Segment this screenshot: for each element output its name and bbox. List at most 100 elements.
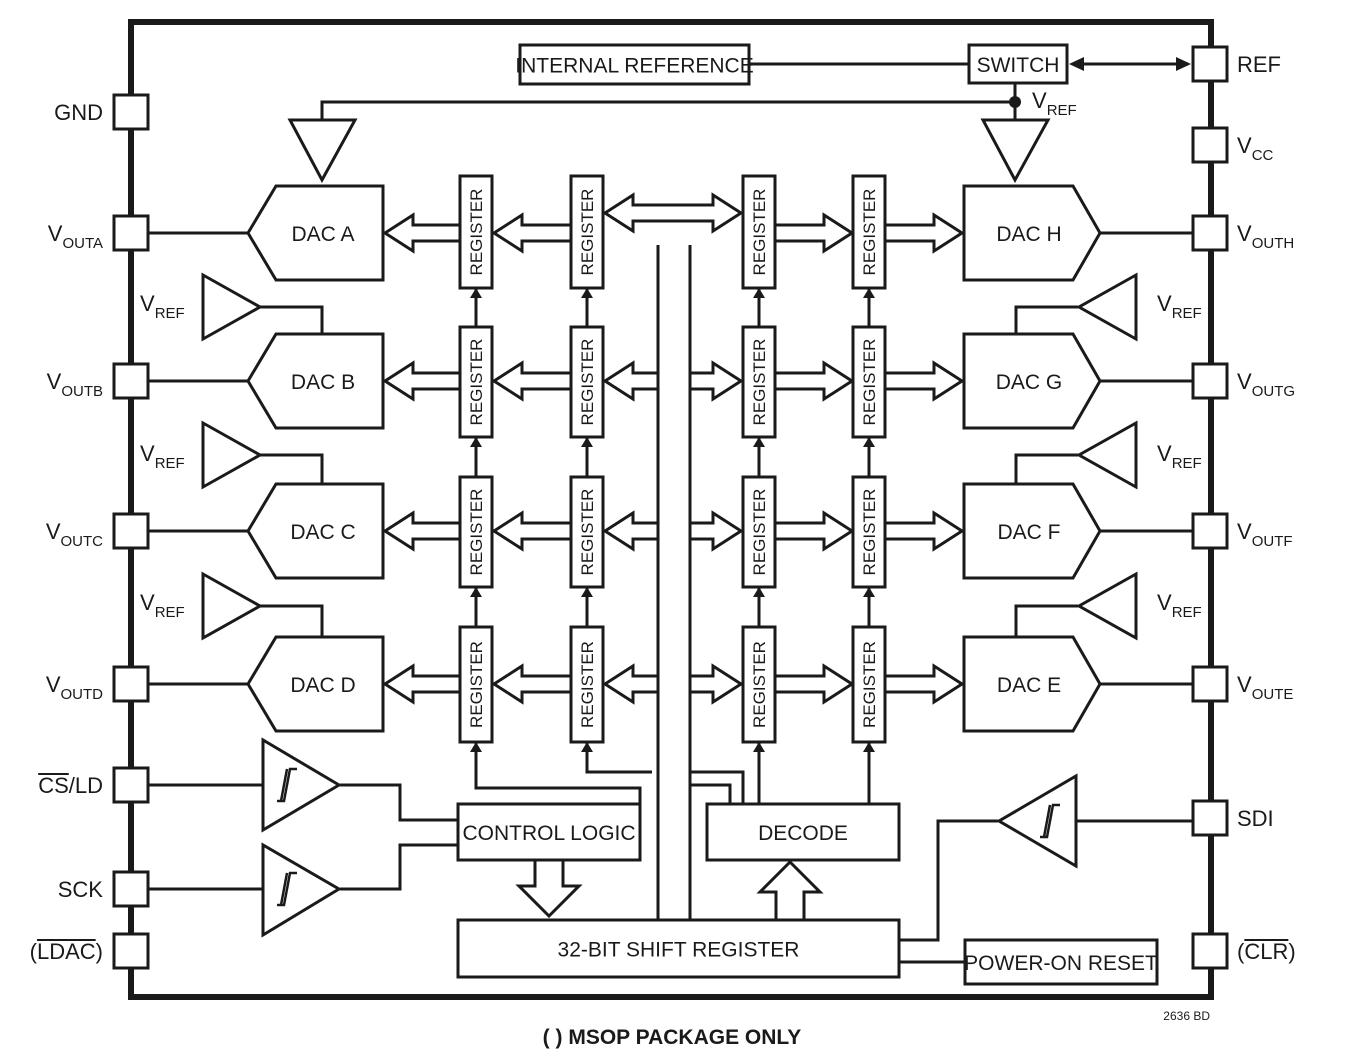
register-c4-r1-label: REGISTER (860, 189, 879, 276)
bus-arrow-reg-left-2 (491, 360, 573, 402)
decode-block (705, 802, 901, 862)
dac-e-label: DAC E (997, 674, 1061, 697)
cs-ld-schmitt-buffer-hysteresis-icon (277, 767, 297, 803)
package-footnote: ( ) MSOP PACKAGE ONLY (543, 1026, 802, 1049)
pin-vouth-pad (1191, 214, 1229, 252)
pins (112, 45, 1229, 970)
register-c2-r2-label: REGISTER (578, 339, 597, 426)
register-c3-r1 (741, 174, 777, 290)
pin-sdi-label: SDI (1237, 806, 1274, 831)
bus-arrow-center-left-4 (602, 663, 660, 705)
dac-f-label: DAC F (998, 521, 1061, 544)
register-c2-r3-label: REGISTER (578, 489, 597, 576)
bus-arrow-dac-left-3 (382, 510, 462, 552)
bus-arrow-center-top (602, 192, 744, 234)
ref-arrow-left (1069, 57, 1084, 71)
bus-arrow-center-left-2 (602, 360, 660, 402)
register-c3-r2-label: REGISTER (750, 339, 769, 426)
chain-arrow-c4-r2 (863, 437, 875, 447)
pin-ldac-pad (112, 932, 150, 970)
pin-voutf-label: VOUTF (1237, 519, 1293, 550)
register-c1-r2 (458, 325, 494, 439)
register-c1-r2-label: REGISTER (467, 339, 486, 426)
chain-arrow-c4-r3 (863, 587, 875, 597)
input-arrow-c1 (470, 742, 482, 752)
register-c3-r3-label: REGISTER (750, 489, 769, 576)
dac-b-label: DAC B (291, 371, 355, 394)
bus-arrow-dac-right-1 (883, 212, 965, 254)
register-c4-r4-label: REGISTER (860, 641, 879, 728)
pin-voutg-label: VOUTG (1237, 369, 1295, 400)
pin-ref-label: REF (1237, 52, 1281, 77)
register-c4-r2-label: REGISTER (860, 339, 879, 426)
bus-arrow-reg-right-3 (773, 510, 855, 552)
amplifiers (201, 118, 1138, 938)
reference-buffer-right (980, 118, 1051, 184)
pin-cs-ld-label: CS/LD (38, 773, 103, 798)
chain-arrow-c2-r3 (581, 587, 593, 597)
vref-label-right-2: VREF (1157, 441, 1202, 472)
bus-arrow-reg-left-3 (491, 510, 573, 552)
control-logic-block-label: CONTROL LOGIC (462, 822, 635, 845)
bus-arrow-center-right-3 (688, 510, 744, 552)
bus-arrow-dac-right-3 (883, 510, 965, 552)
pin-sck-pad (112, 870, 150, 908)
shift-to-decode-arrow (756, 859, 824, 922)
vref-label-left-1: VREF (140, 291, 185, 322)
chain-arrow-c1-r1 (470, 288, 482, 298)
power-on-reset-block-label: POWER-ON RESET (964, 952, 1158, 975)
chain-arrow-c2-r2 (581, 437, 593, 447)
register-c3-r3 (741, 475, 777, 589)
register-c2-r3 (569, 475, 605, 589)
chain-arrow-c3-r1 (753, 288, 765, 298)
vref-label-left-3: VREF (140, 590, 185, 621)
labels: GNDVOUTAVOUTBVOUTCVOUTDCS/LDSCK(LDAC)REF… (30, 52, 1296, 964)
register-c1-r3-label: REGISTER (467, 489, 486, 576)
sck-schmitt-buffer-hysteresis-icon (277, 871, 297, 907)
dac-g (962, 332, 1102, 430)
register-c2-r1-label: REGISTER (578, 189, 597, 276)
vref-label-top: VREF (1032, 88, 1077, 119)
bus-arrow-center-right-4 (688, 663, 744, 705)
register-c4-r2 (851, 325, 887, 439)
pin-voutb-pad (112, 362, 150, 400)
vref-buffer-right-1 (1075, 272, 1138, 342)
pin-sck-label: SCK (58, 877, 104, 902)
shift-register-block (456, 918, 901, 979)
pin-voutc-pad (112, 512, 150, 550)
chain-arrow-c1-r2 (470, 437, 482, 447)
dac-d-label: DAC D (290, 674, 355, 697)
pin-ldac-label: (LDAC) (30, 939, 103, 964)
pin-clr-label: (CLR) (1237, 939, 1296, 964)
chain-arrow-c3-r3 (753, 587, 765, 597)
control-logic-block (456, 802, 642, 862)
pin-voutb-label: VOUTB (47, 369, 103, 400)
vref-label-left-2: VREF (140, 441, 185, 472)
dac-c-label: DAC C (290, 521, 355, 544)
dac-a-label: DAC A (291, 223, 354, 246)
bus-arrow-center-right-2 (688, 360, 744, 402)
bus-arrow-reg-left-1 (491, 212, 573, 254)
vref-buffer-left-1 (201, 272, 264, 342)
bus-arrow-dac-right-4 (883, 663, 965, 705)
chain-arrow-c3-r2 (753, 437, 765, 447)
control-to-shift-arrow (515, 858, 583, 919)
pin-sdi-pad (1191, 799, 1229, 837)
dac-h-label: DAC H (996, 223, 1061, 246)
input-arrow-c2 (581, 742, 593, 752)
bus-arrow-reg-left-4 (491, 663, 573, 705)
dac-g-label: DAC G (996, 371, 1063, 394)
figure-id: 2636 BD (1163, 1009, 1210, 1023)
pin-vouth-label: VOUTH (1237, 221, 1294, 252)
chain-arrow-c1-r3 (470, 587, 482, 597)
pin-voutf-pad (1191, 512, 1229, 550)
bus-arrow-reg-right-2 (773, 360, 855, 402)
vref-buffer-right-2 (1075, 420, 1138, 490)
register-c4-r4 (851, 625, 887, 744)
chain-arrow-c4-r1 (863, 288, 875, 298)
pin-vouta-label: VOUTA (48, 221, 103, 252)
register-c3-r4-label: REGISTER (750, 641, 769, 728)
register-c2-r2 (569, 325, 605, 439)
pin-voutd-label: VOUTD (46, 672, 103, 703)
